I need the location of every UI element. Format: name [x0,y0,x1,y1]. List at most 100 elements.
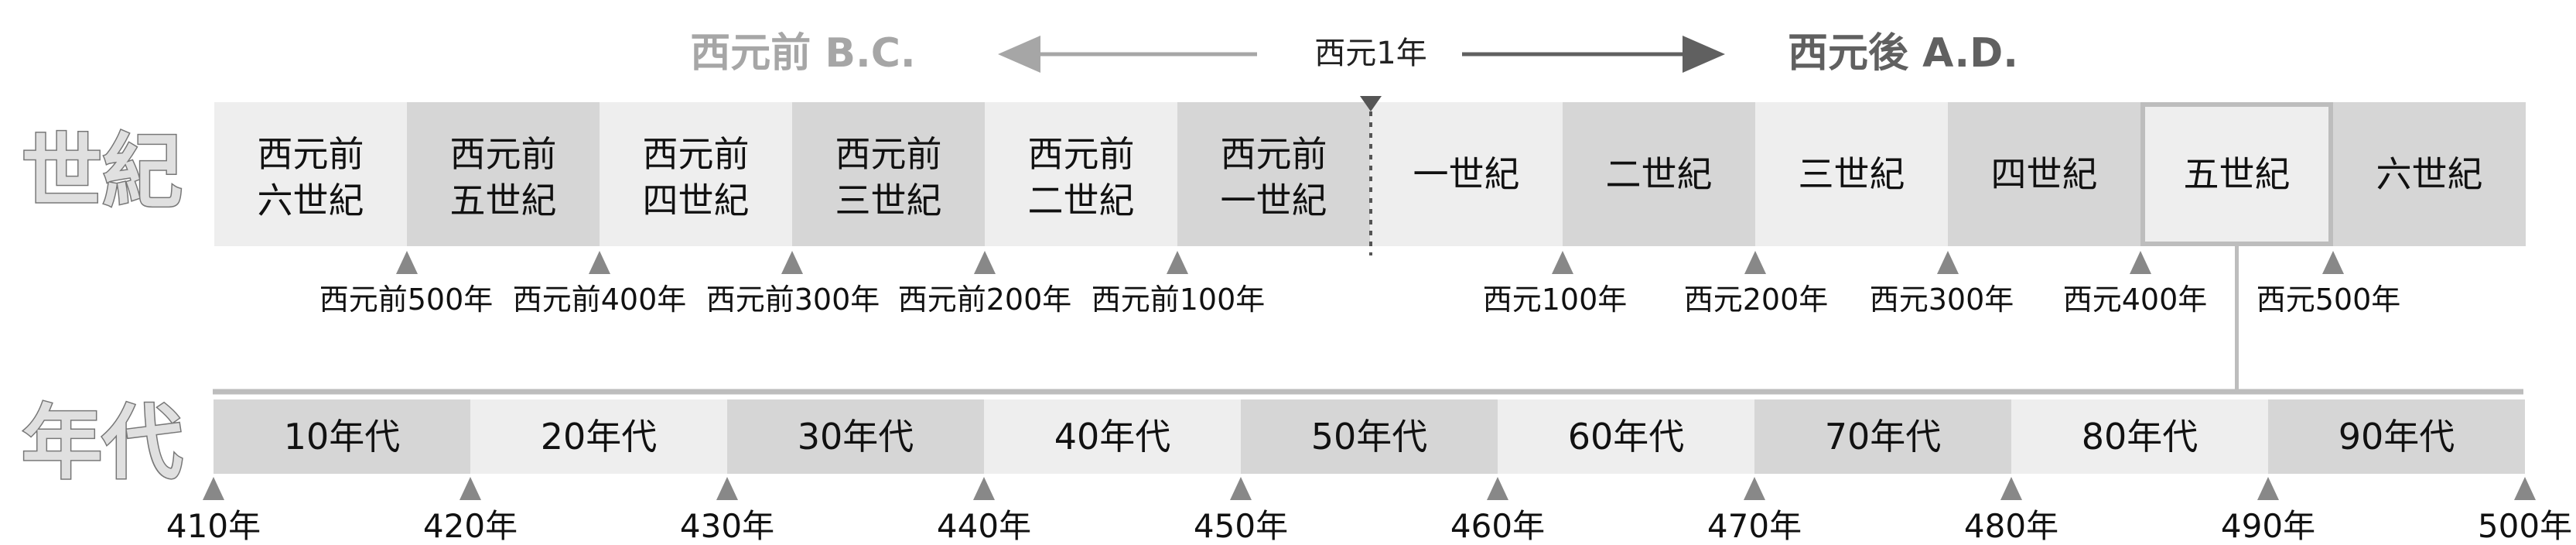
century-cell-line2: 六世紀 [258,180,364,221]
century-cell-line2: 五世紀 [450,180,557,221]
century-boundary-tick [1552,251,1573,274]
century-boundary-tick [1937,251,1959,274]
decade-cell: 20年代 [470,399,727,474]
century-decade-connector [213,246,2523,395]
decade-cell-bg [727,399,984,474]
decade-tick [716,477,738,500]
decade-cell-bg [984,399,1241,474]
century-cell: 二世紀 [1563,102,1755,246]
decade-tick-label: 440年 [937,507,1031,545]
century-cell-line1: 西元前 [643,133,750,175]
century-boundary-label: 西元100年 [1483,283,1628,317]
century-boundary-tick [1744,251,1766,274]
century-cell-line1: 西元前 [258,133,364,175]
decade-tick [973,477,995,500]
decade-cell: 90年代 [2268,399,2525,474]
decade-cell-label: 10年代 [284,416,401,458]
decade-tick-label: 460年 [1450,507,1545,545]
century-cell: 六世紀 [2333,102,2526,246]
century-cell: 四世紀 [1948,102,2140,246]
century-cell-line1: 西元前 [1221,133,1327,175]
ad-label: 西元後 A.D. [1788,30,2018,77]
century-cell-bg [1370,102,1563,246]
century-cell-line1: 西元前 [1028,133,1135,175]
century-cell-bg [2140,102,2333,246]
year-one-marker [1360,96,1382,255]
century-cell-bg [985,102,1177,246]
century-boundary-label: 西元400年 [2063,283,2208,317]
decade-tick [2514,477,2536,500]
decade-ticks: 410年 420年 430年 440年 450年 460年 470年 480年 490年 500年 [166,477,2572,545]
ad-arrow [1462,36,1725,73]
decade-cell-bg [2268,399,2525,474]
decade-tick-label: 470年 [1707,507,1802,545]
decade-cell-bg [1498,399,1754,474]
century-boundary-tick [974,251,996,274]
century-cell-bg [407,102,600,246]
decade-cell: 70年代 [1754,399,2011,474]
decade-cell-label: 90年代 [2339,416,2455,458]
decade-tick-label: 490年 [2221,507,2315,545]
decade-tick-label: 420年 [423,507,518,545]
decade-cell-bg [214,399,470,474]
decade-cell: 50年代 [1241,399,1498,474]
decade-tick [203,477,224,500]
century-cell-bg [1563,102,1755,246]
decade-cell-label: 80年代 [2082,416,2198,458]
century-cell-bg [214,102,407,246]
century-boundary-label: 西元300年 [1870,283,2014,317]
decade-cell-bg [1241,399,1498,474]
decade-tick-label: 480年 [1964,507,2058,545]
century-cell-label: 四世紀 [1991,153,2098,195]
century-cell: 五世紀 [2140,102,2333,246]
century-boundary-label: 西元500年 [2257,283,2401,317]
decade-tick-label: 410年 [166,507,261,545]
century-cell-line1: 西元前 [450,133,557,175]
decade-cell-label: 30年代 [798,416,914,458]
highlighted-century-outline [2140,102,2333,246]
century-cell-label: 一世紀 [1413,153,1520,195]
century-cell-bg [1755,102,1948,246]
century-boundary-label: 西元前200年 [898,283,1072,317]
century-boundary-ticks: 西元前500年西元前400年西元前300年西元前200年西元前100年西元100… [319,251,2401,317]
century-boundary-tick [2130,251,2151,274]
century-boundary-tick [2322,251,2344,274]
century-boundary-tick [396,251,418,274]
decade-tick-label: 450年 [1194,507,1288,545]
century-cells: 西元前六世紀西元前五世紀西元前四世紀西元前三世紀西元前二世紀西元前一世紀一世紀二… [214,102,2526,246]
decade-cell-bg [2011,399,2268,474]
decade-cell-label: 20年代 [541,416,658,458]
decade-cell: 30年代 [727,399,984,474]
decade-tick [2257,477,2279,500]
century-cell-label: 六世紀 [2376,153,2483,195]
decade-tick-label: 500年 [2478,507,2572,545]
century-cell: 三世紀 [1755,102,1948,246]
century-boundary-label: 西元前100年 [1092,283,1266,317]
century-cell-line2: 三世紀 [835,180,942,221]
century-cell: 一世紀 [1370,102,1563,246]
century-cell-label: 二世紀 [1606,153,1713,195]
century-cell-line1: 西元前 [835,133,942,175]
century-boundary-tick [1167,251,1188,274]
decade-cell-label: 70年代 [1825,416,1942,458]
century-cell-bg [1177,102,1370,246]
bc-label: 西元前 B.C. [690,30,915,77]
century-cell-bg [792,102,985,246]
decade-tick [2000,477,2022,500]
decade-tick [460,477,481,500]
century-cell-label: 五世紀 [2184,153,2291,195]
century-cell-bg [600,102,792,246]
decade-tick [1487,477,1508,500]
century-boundary-label: 西元前300年 [706,283,880,317]
century-cell-label: 三世紀 [1799,153,1905,195]
century-boundary-tick [781,251,803,274]
decade-cell: 40年代 [984,399,1241,474]
decade-cell-bg [1754,399,2011,474]
decade-tick-label: 430年 [680,507,774,545]
